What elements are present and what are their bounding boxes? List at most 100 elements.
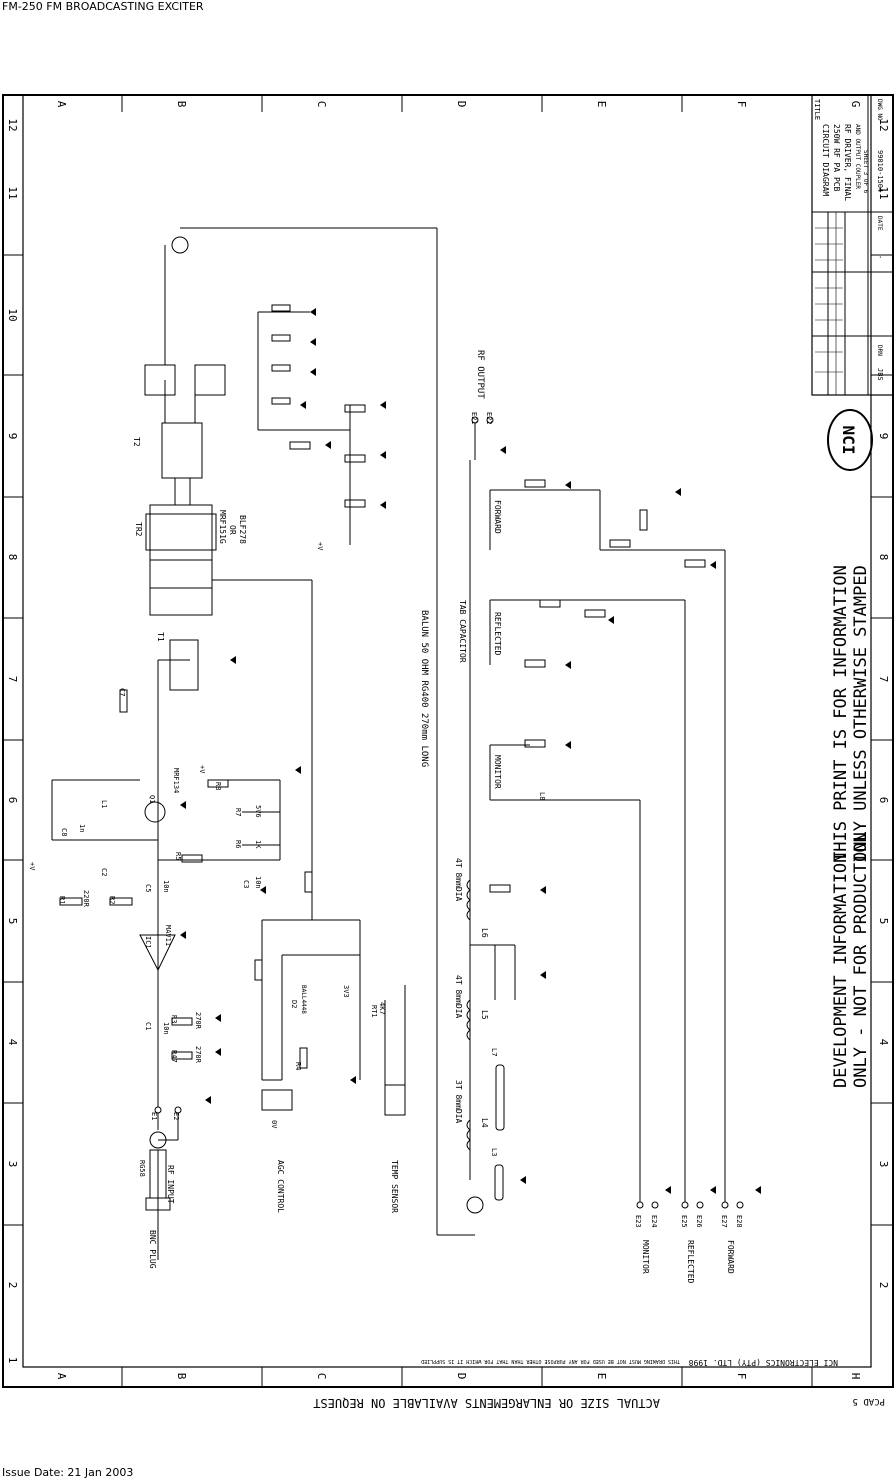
r6-label: R6	[234, 840, 242, 848]
rf-input-label: RF INPUT	[166, 1165, 175, 1204]
l5-label: L5	[480, 1010, 489, 1020]
e24-label: E24	[650, 1215, 658, 1228]
connector-type-label: RG58	[138, 1160, 146, 1177]
col-label: F	[735, 101, 748, 108]
d2-label: D2	[290, 1000, 298, 1008]
l5-value: 4T 8mmDIA	[454, 975, 463, 1019]
title-line: CIRCUIT DIAGRAM	[821, 124, 830, 196]
gnd-label: 0V	[270, 1120, 278, 1129]
date-label: DATE	[876, 216, 883, 231]
forward-coupler-label: FORWARD	[493, 500, 502, 534]
component-labels: IC1 MAV11 Q1 MRF134 TR2 MRF151G OR BLF27…	[28, 412, 743, 1228]
r7-value: 5V6	[254, 805, 262, 818]
row-label: 5	[6, 918, 19, 925]
col-label: A	[55, 1373, 68, 1380]
rf-output-label: RF OUTPUT	[475, 350, 485, 399]
page-footer: Issue Date: 21 Jan 2003	[2, 1466, 134, 1479]
r5-label: R5	[174, 852, 182, 860]
component-bodies	[59, 236, 706, 1214]
l6-label: L6	[480, 928, 489, 938]
t2-label: T2	[132, 437, 141, 447]
e23-label: E23	[634, 1215, 642, 1228]
row-label: 10	[6, 308, 19, 321]
tab-capacitor-label: TAB CAPACITOR	[458, 600, 467, 663]
row-label: 11	[877, 186, 890, 199]
drn-label: DRN	[876, 345, 883, 356]
c1-value: 10n	[162, 1022, 170, 1035]
development-stamp-1: DEVELOPMENT INFORMATION	[831, 853, 851, 1088]
development-stamp-2: ONLY - NOT FOR PRODUCTION	[851, 832, 871, 1088]
row-label: 6	[6, 797, 19, 804]
nci-logo: NCI	[827, 409, 873, 471]
row-label: 8	[877, 554, 890, 561]
r1-label: R1	[58, 896, 66, 904]
zener-value: 3V3	[342, 985, 350, 998]
row-label: 7	[877, 676, 890, 683]
sheet-outer-border	[2, 94, 894, 1388]
l4-label: L4	[480, 1118, 489, 1128]
c3-value: 10n	[254, 876, 262, 889]
monitor-label: MONITOR	[641, 1240, 650, 1274]
e22-label: E22	[485, 412, 493, 425]
copyright: NCI ELECTRONICS (PTY) LTD. 1998	[689, 1358, 838, 1367]
d2-part: BALL4448	[300, 985, 307, 1014]
row-label: 3	[6, 1161, 19, 1168]
c2-label: C2	[100, 868, 108, 876]
sheet-number: SHEET 3 OF 6	[862, 150, 869, 194]
r3-label: R3	[170, 1015, 178, 1023]
r47-value: 270R	[194, 1046, 202, 1064]
r2-label: R2	[108, 896, 116, 904]
q1-part: MRF134	[172, 768, 180, 793]
monitor-coupler-label: MONITOR	[493, 755, 502, 789]
e27-label: E27	[720, 1215, 728, 1228]
balun-label: BALUN 50 OHM RG400 270mm LONG	[419, 610, 429, 767]
svg-text:NCI: NCI	[839, 426, 858, 455]
row-label: 6	[877, 797, 890, 804]
e26-label: E26	[695, 1215, 703, 1228]
row-label: 9	[877, 433, 890, 440]
l6-value: 4T 8mmDIA	[454, 858, 463, 902]
ic1-label: IC1	[144, 936, 152, 949]
row-label: 4	[877, 1039, 890, 1046]
r6-value: 1K	[254, 840, 262, 849]
col-label: B	[175, 101, 188, 108]
q1-label: Q1	[148, 795, 156, 803]
rt1-value: 4K7	[378, 1002, 386, 1015]
row-label: 1	[6, 1357, 19, 1364]
tr2-alt-part: BLF278	[238, 515, 247, 544]
title-line: 250W RF PA PCB	[832, 124, 841, 192]
agc-control-label: AGC CONTROL	[276, 1160, 285, 1213]
row-label: 5	[877, 918, 890, 925]
ground-symbols	[180, 308, 761, 1194]
grid-ticks	[3, 95, 893, 1387]
e2-label: E2	[172, 1112, 180, 1120]
col-label: C	[315, 1373, 328, 1380]
row-label: 12	[877, 118, 890, 131]
l7-label: L7	[490, 1048, 498, 1056]
row-label: 12	[6, 118, 19, 131]
col-label: D	[455, 101, 468, 108]
tr2-alt: OR	[228, 525, 237, 535]
t1-label: T1	[156, 632, 165, 642]
title-line: AND OUTPUT COUPLER	[854, 124, 861, 189]
col-label: E	[595, 101, 608, 108]
terminal-pads	[154, 416, 744, 1209]
supply-label: +V	[316, 542, 324, 551]
copyright-note: THIS DRAWING MUST NOT BE USED FOR ANY PU…	[421, 1358, 680, 1364]
c5-label: C5	[144, 884, 152, 892]
revision-table	[815, 212, 843, 395]
pcad-label: PCAD 5	[852, 1396, 885, 1406]
col-label: C	[315, 101, 328, 108]
e28-label: E28	[735, 1215, 743, 1228]
drn-value: JBS	[876, 368, 884, 381]
row-label: 4	[6, 1039, 19, 1046]
r47-label: R47	[170, 1050, 178, 1063]
date-value: -	[876, 255, 884, 259]
forward-label: FORWARD	[726, 1240, 735, 1274]
row-label: 11	[6, 186, 19, 199]
r3-value: 270R	[194, 1012, 202, 1030]
c5-value: 10n	[162, 880, 170, 893]
c7-label: C7	[118, 688, 126, 696]
r8-label: R8	[214, 782, 222, 790]
